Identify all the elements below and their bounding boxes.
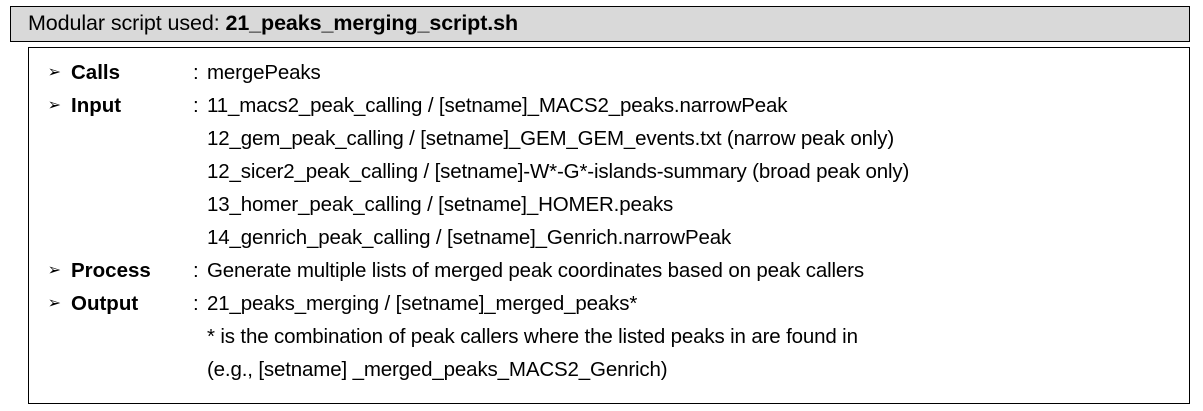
bullet-cell: ➢	[29, 287, 71, 320]
detail-value-text: mergePeaks	[207, 61, 321, 84]
detail-row-output-cont: ➢ Output :(e.g., [setname] _merged_peaks…	[29, 353, 1189, 386]
detail-value-text: 13_homer_peak_calling / [setname]_HOMER.…	[207, 193, 674, 216]
detail-row-process: ➢ Process : Generate multiple lists of me…	[29, 254, 1189, 287]
detail-value-text: 12_sicer2_peak_calling / [setname]-W*-G*…	[207, 160, 910, 183]
header-label: Modular script used:	[28, 11, 220, 36]
header-bar: Modular script used: 21_peaks_merging_sc…	[10, 6, 1190, 42]
detail-key-calls: Calls	[71, 61, 120, 84]
bullet-cell: ➢	[29, 89, 71, 122]
detail-row-input-cont: ➢ Input :13_homer_peak_calling / [setnam…	[29, 188, 1189, 221]
detail-value-text: 12_gem_peak_calling / [setname]_GEM_GEM_…	[207, 127, 895, 150]
header-text: Modular script used: 21_peaks_merging_sc…	[11, 13, 518, 35]
arrow-bullet-icon: ➢	[47, 95, 61, 114]
detail-row-input-cont: ➢ Input :14_genrich_peak_calling / [setn…	[29, 221, 1189, 254]
detail-value-text: 21_peaks_merging / [setname]_merged_peak…	[207, 292, 638, 315]
detail-key-input: Input	[71, 94, 122, 117]
arrow-bullet-icon: ➢	[47, 293, 61, 312]
detail-value-input-2: :12_gem_peak_calling / [setname]_GEM_GEM…	[193, 122, 1189, 155]
colon-separator: :	[193, 94, 199, 117]
arrow-bullet-icon: ➢	[47, 62, 61, 81]
header-script-name: 21_peaks_merging_script.sh	[225, 11, 519, 36]
bullet-cell: ➢	[29, 254, 71, 287]
detail-value-output-3: :(e.g., [setname] _merged_peaks_MACS2_Ge…	[193, 353, 1189, 386]
details-box: ➢ Calls :mergePeaks ➢ Input :11_macs2_pe…	[28, 47, 1190, 404]
detail-value-text: (e.g., [setname] _merged_peaks_MACS2_Gen…	[207, 358, 668, 381]
detail-value-input-4: :13_homer_peak_calling / [setname]_HOMER…	[193, 188, 1189, 221]
detail-row-output: ➢ Output :21_peaks_merging / [setname]_m…	[29, 287, 1189, 320]
detail-value-text: 11_macs2_peak_calling / [setname]_MACS2_…	[207, 94, 788, 117]
detail-value-text: Generate multiple lists of merged peak c…	[207, 259, 864, 282]
detail-value-input-3: :12_sicer2_peak_calling / [setname]-W*-G…	[193, 155, 1189, 188]
colon-separator: :	[193, 292, 199, 315]
detail-value-input-1: :11_macs2_peak_calling / [setname]_MACS2…	[193, 89, 1189, 122]
detail-row-output-cont: ➢ Output :* is the combination of peak c…	[29, 320, 1189, 353]
detail-row-calls: ➢ Calls : mergePeaks	[29, 56, 1189, 89]
colon-separator: :	[193, 61, 199, 84]
detail-key-output: Output	[71, 292, 139, 315]
detail-row-input: ➢ Input :11_macs2_peak_calling / [setnam…	[29, 89, 1189, 122]
detail-value-output-1: :21_peaks_merging / [setname]_merged_pea…	[193, 287, 1189, 320]
detail-value-process: : Generate multiple lists of merged peak …	[193, 254, 1189, 287]
detail-key-process: Process	[71, 259, 151, 282]
detail-value-output-2: :* is the combination of peak callers wh…	[193, 320, 1189, 353]
colon-separator: :	[193, 259, 199, 282]
detail-value-text: * is the combination of peak callers whe…	[207, 325, 858, 348]
detail-value-calls: : mergePeaks	[193, 56, 1189, 89]
detail-row-input-cont: ➢ Input :12_sicer2_peak_calling / [setna…	[29, 155, 1189, 188]
detail-value-text: 14_genrich_peak_calling / [setname]_Genr…	[207, 226, 732, 249]
bullet-cell: ➢	[29, 56, 71, 89]
detail-value-input-5: :14_genrich_peak_calling / [setname]_Gen…	[193, 221, 1189, 254]
arrow-bullet-icon: ➢	[47, 260, 61, 279]
detail-row-input-cont: ➢ Input :12_gem_peak_calling / [setname]…	[29, 122, 1189, 155]
